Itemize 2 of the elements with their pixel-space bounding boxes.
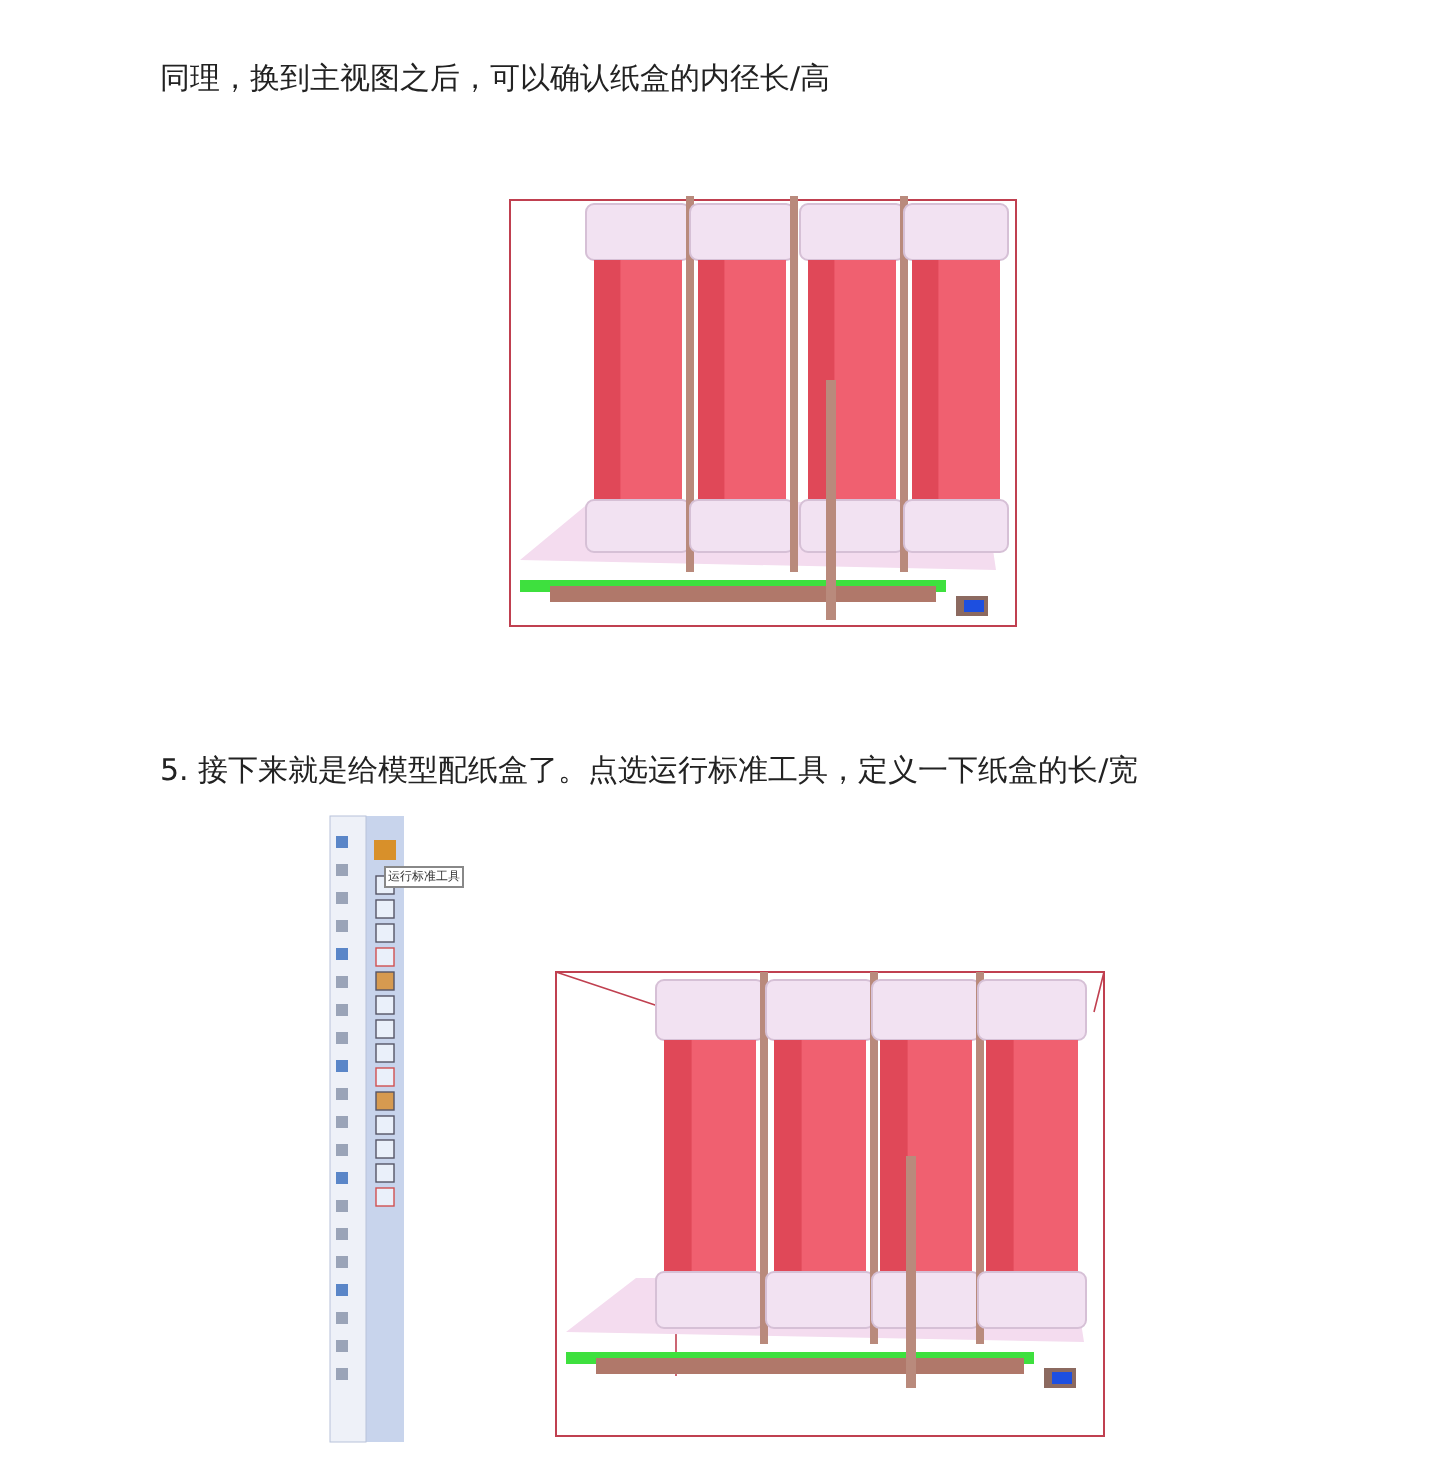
instruction-text: 同理，换到主视图之后，可以确认纸盒的内径长/高 <box>160 60 831 98</box>
instruction-text: 5. 接下来就是给模型配纸盒了。点选运行标准工具，定义一下纸盒的长/宽 <box>160 752 1139 790</box>
